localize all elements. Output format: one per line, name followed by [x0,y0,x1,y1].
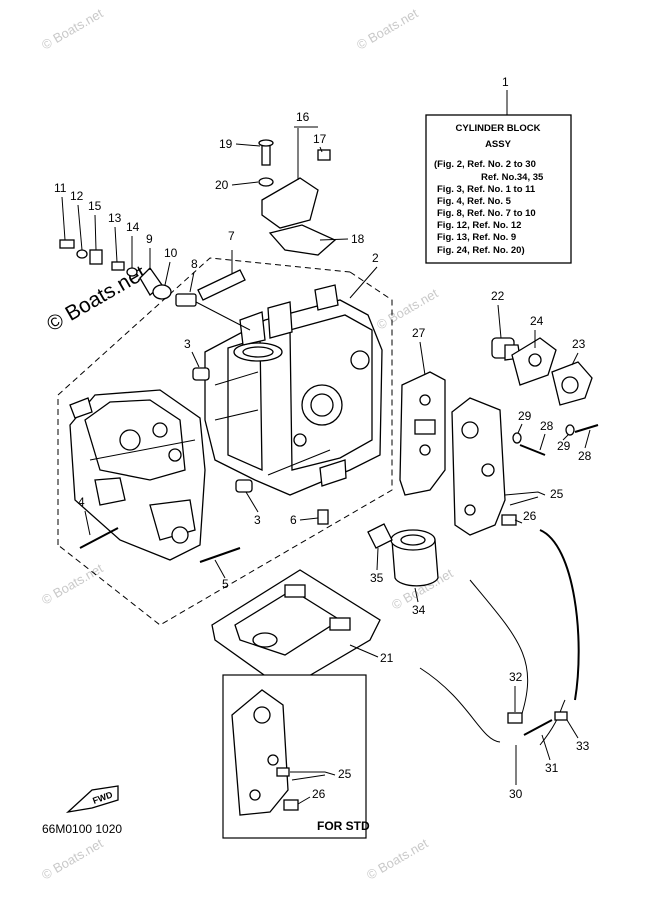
watermark: © Boats.net [354,5,421,52]
box-line: Fig. 24, Ref. No. 20) [437,245,525,256]
callout-29: 29 [557,439,571,453]
callout-17: 17 [313,132,327,146]
callout-9: 9 [146,232,153,246]
callout-25-inset: 25 [338,767,352,781]
callout-24: 24 [530,314,544,328]
callout-1: 1 [502,75,509,89]
diagram-code: 66M0100 1020 [42,822,122,836]
thermostat-parts [491,337,593,406]
assembly-outline [57,257,393,626]
box-line: Ref. No.34, 35 [481,172,544,183]
box-line: Fig. 8, Ref. No. 7 to 10 [437,208,536,219]
callout-28: 28 [578,449,592,463]
callout-3: 3 [254,513,261,527]
callout-13: 13 [108,211,122,225]
callouts: 1 2 3 3 4 5 6 7 8 9 10 11 12 13 14 15 16… [54,75,592,801]
top-parts [197,139,337,301]
callout-30: 30 [509,787,523,801]
callout-12: 12 [70,189,84,203]
watermark: © Boats.net [39,835,106,882]
watermark: © Boats.net [364,835,431,882]
callout-28: 28 [540,419,554,433]
watermark: © Boats.net [39,5,106,52]
gasket-27 [399,371,446,496]
callout-3: 3 [184,337,191,351]
callout-14: 14 [126,220,140,234]
inset-box: FOR STD 25 26 [222,674,370,839]
cylinder-block-box: CYLINDER BLOCK ASSY (Fig. 2, Ref. No. 2 … [425,90,572,264]
box-line: Fig. 4, Ref. No. 5 [437,196,512,207]
watermark: © Boats.net [39,560,106,607]
watermark: © Boats.net [374,285,441,332]
callout-33: 33 [576,739,590,753]
box-line: Fig. 12, Ref. No. 12 [437,220,521,231]
box-line: Fig. 3, Ref. No. 1 to 11 [437,184,536,195]
inset-label: FOR STD [317,819,370,833]
callout-23: 23 [572,337,586,351]
callout-10: 10 [164,246,178,260]
callout-6: 6 [290,513,297,527]
callout-25: 25 [550,487,564,501]
callout-22: 22 [491,289,505,303]
callout-2: 2 [372,251,379,265]
box-subtitle: ASSY [485,139,512,150]
fwd-arrow-icon: FWD [65,785,119,814]
callout-34: 34 [412,603,426,617]
callout-19: 19 [219,137,233,151]
callout-11: 11 [54,181,67,195]
callout-5: 5 [222,577,229,591]
cover-25 [451,397,506,536]
callout-27: 27 [412,326,426,340]
callout-7: 7 [228,229,235,243]
dowels-and-bolts [79,367,599,736]
hoses [419,529,580,746]
callout-15: 15 [88,199,102,213]
callout-8: 8 [191,257,198,271]
callout-29: 29 [518,409,532,423]
gasket-21 [211,569,381,691]
callout-31: 31 [545,761,559,775]
callout-26: 26 [523,509,537,523]
crankcase [69,389,206,561]
callout-4: 4 [78,495,85,509]
callout-16: 16 [296,110,310,124]
callout-32: 32 [509,670,523,684]
callout-18: 18 [351,232,365,246]
callout-20: 20 [215,178,229,192]
left-small-parts [59,239,251,331]
callout-35: 35 [370,571,384,585]
box-line: (Fig. 2, Ref. No. 2 to 30 [434,159,536,170]
box-title: CYLINDER BLOCK [456,123,541,134]
callout-26-inset: 26 [312,787,326,801]
box-line: Fig. 13, Ref. No. 9 [437,232,516,243]
callout-21: 21 [380,651,394,665]
oil-filter [367,523,439,587]
cylinder-block [204,284,383,496]
